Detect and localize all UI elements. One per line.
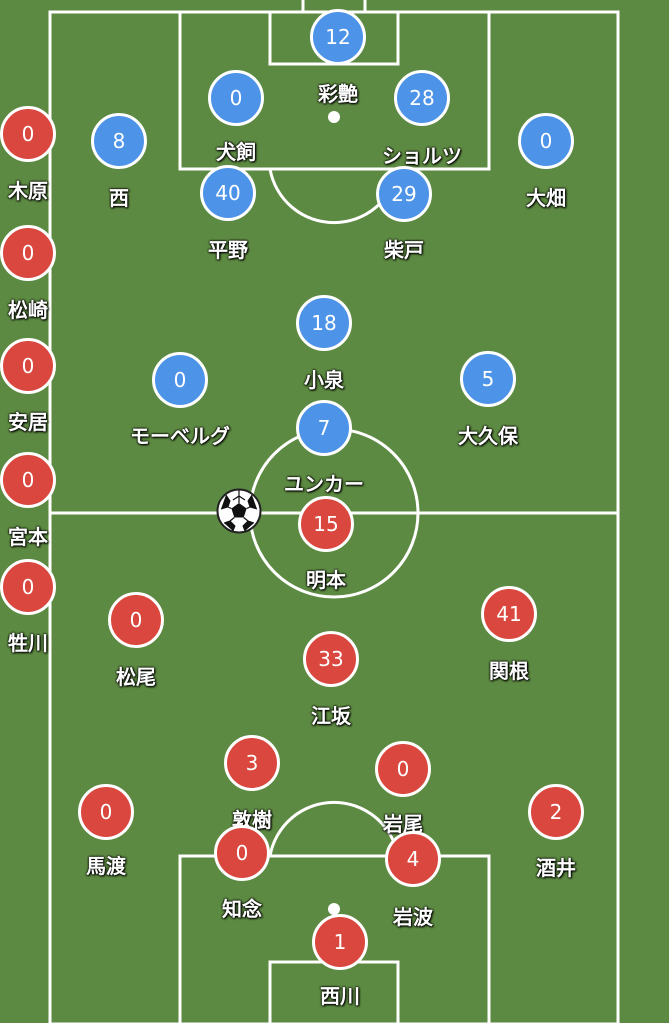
player-name: 柴戸	[384, 238, 424, 262]
player-name: 西	[109, 186, 129, 210]
player-name: 宮本	[8, 525, 48, 549]
player-number: 0	[214, 825, 270, 881]
player-name: 牲川	[8, 631, 48, 655]
soccer-ball-icon[interactable]	[216, 488, 262, 534]
player-number: 33	[303, 631, 359, 687]
player-name: 安居	[8, 410, 48, 434]
player-number: 0	[0, 452, 56, 508]
player-name: 馬渡	[86, 854, 126, 878]
player-name: 知念	[222, 897, 262, 921]
player-name: 関根	[489, 659, 529, 683]
player-number: 0	[152, 352, 208, 408]
player-number: 7	[296, 400, 352, 456]
player-number: 18	[296, 295, 352, 351]
player-number: 1	[312, 914, 368, 970]
player-name: 木原	[8, 179, 48, 203]
player-name: 大畑	[526, 186, 566, 210]
player-name: 彩艶	[318, 82, 358, 106]
player-number: 0	[518, 113, 574, 169]
player-number: 15	[298, 496, 354, 552]
player-name: 岩波	[393, 905, 433, 929]
player-number: 4	[385, 831, 441, 887]
player-name: モーベルグ	[130, 424, 230, 448]
player-number: 41	[481, 586, 537, 642]
player-name: 犬飼	[216, 140, 256, 164]
player-name: 平野	[208, 238, 248, 262]
player-number: 28	[394, 70, 450, 126]
player-name: 酒井	[536, 856, 576, 880]
player-number: 0	[0, 559, 56, 615]
player-name: 松尾	[116, 665, 156, 689]
player-number: 0	[108, 592, 164, 648]
player-number: 3	[224, 735, 280, 791]
player-number: 5	[460, 351, 516, 407]
player-name: 明本	[306, 568, 346, 592]
player-number: 0	[208, 70, 264, 126]
player-number: 40	[200, 165, 256, 221]
player-number: 8	[91, 113, 147, 169]
player-number: 29	[376, 166, 432, 222]
player-name: 江坂	[311, 704, 351, 728]
player-name: ユンカー	[284, 472, 364, 496]
player-name: 西川	[320, 984, 360, 1008]
player-name: 小泉	[304, 368, 344, 392]
player-number: 0	[375, 741, 431, 797]
player-name: 大久保	[458, 424, 518, 448]
player-number: 2	[528, 784, 584, 840]
player-number: 0	[0, 225, 56, 281]
player-name: 松崎	[8, 298, 48, 322]
player-name: ショルツ	[382, 144, 462, 168]
player-number: 12	[310, 9, 366, 65]
player-number: 0	[78, 784, 134, 840]
player-number: 0	[0, 338, 56, 394]
player-number: 0	[0, 106, 56, 162]
